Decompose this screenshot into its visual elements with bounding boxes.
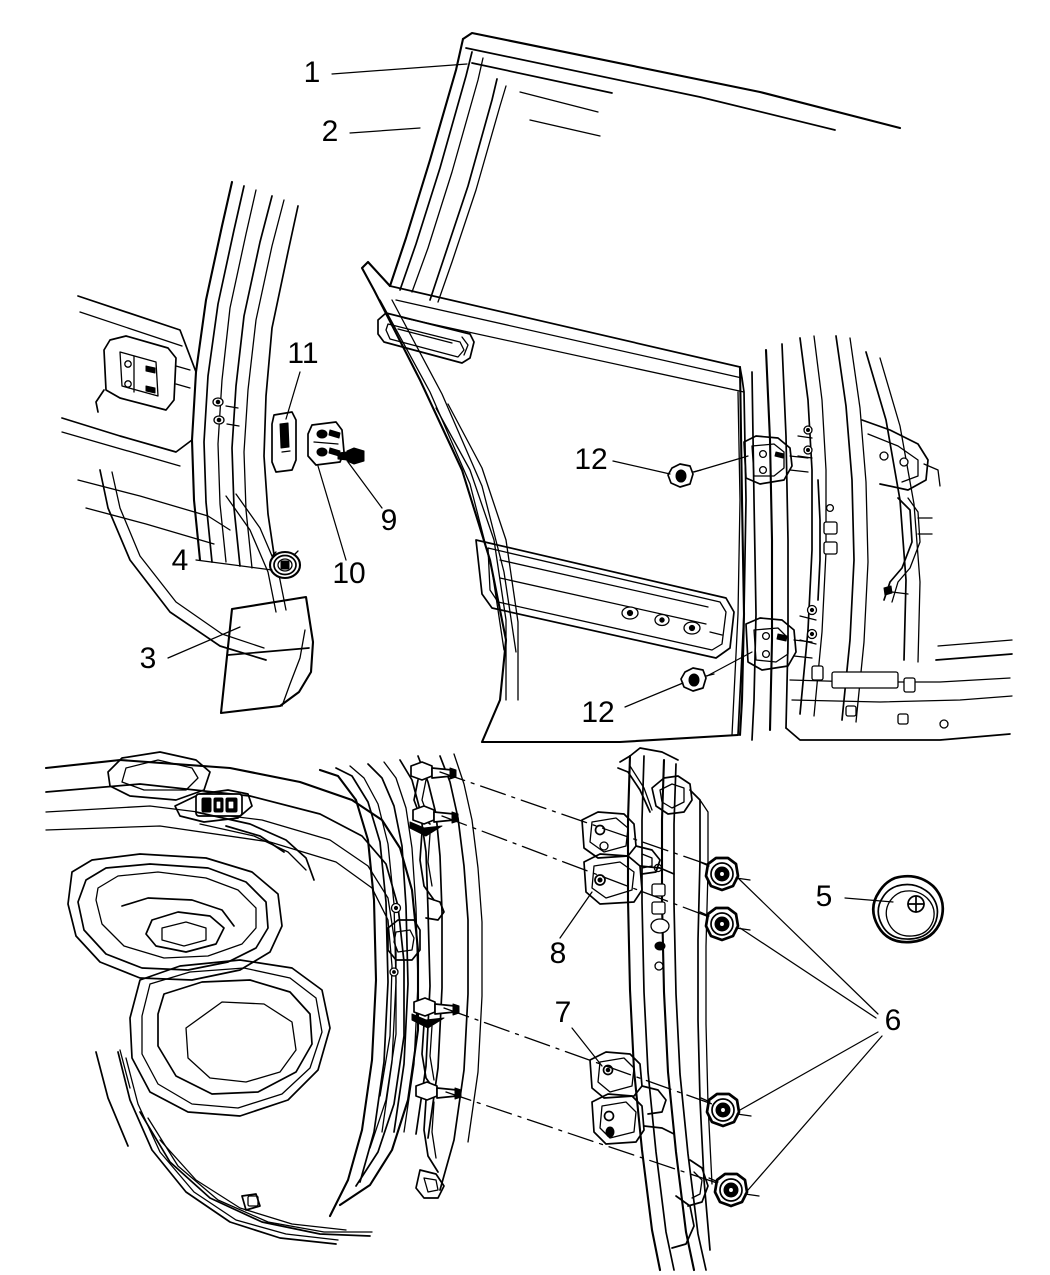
callout-11: 11 (287, 337, 318, 370)
door-inner-trim-panel (44, 751, 420, 1245)
callout-2: 2 (322, 115, 339, 148)
leader-8 (559, 891, 593, 939)
hinge-nut-2 (699, 906, 751, 942)
quarter-panel-section (61, 180, 299, 661)
leader-6-b (739, 927, 877, 1019)
leader-1 (331, 63, 468, 75)
alignment-line-upper-1 (439, 771, 713, 867)
callout-12-lower: 12 (581, 696, 614, 729)
body-hole-plug (268, 550, 302, 580)
door-inner-panel (318, 753, 483, 1218)
callout-12-upper: 12 (574, 443, 607, 476)
callout-7: 7 (555, 996, 572, 1029)
alignment-line-lower-1 (443, 1007, 713, 1105)
alignment-lines (439, 771, 721, 1185)
leader-6-a (737, 877, 879, 1015)
door-latch-striker (307, 421, 345, 466)
hinge-pin-lower (411, 997, 462, 1199)
hinge-attaching-nuts (699, 856, 760, 1208)
leader-5 (844, 897, 894, 903)
leader-12-upper (612, 460, 671, 475)
door-bumper-wedge (271, 411, 297, 473)
leader-lines-lower (559, 877, 894, 1191)
alignment-line-lower-2 (445, 1091, 721, 1185)
door-window-frame (388, 31, 902, 303)
leader-12-lower (624, 682, 684, 708)
hinge-pin-nut-lower (680, 667, 715, 692)
leader-lines-upper (167, 63, 753, 708)
upper-figure: 1 2 3 4 9 10 11 12 12 (61, 31, 1013, 744)
leader-11 (285, 371, 301, 420)
callout-9: 9 (381, 504, 398, 537)
callout-8: 8 (550, 937, 567, 970)
callout-10: 10 (332, 557, 365, 590)
leader-3 (167, 626, 241, 659)
leader-12-lower-ext (706, 651, 753, 677)
callout-3: 3 (140, 642, 157, 675)
leader-9 (347, 461, 383, 509)
lower-hinge-body-half (589, 1051, 675, 1145)
leader-10 (317, 465, 347, 561)
exterior-door-handle (377, 312, 475, 364)
alignment-line-upper-2 (441, 815, 713, 919)
hinge-pin-nut-upper (667, 463, 702, 488)
hinge-nut-4 (708, 1172, 760, 1208)
leader-6-c (739, 1031, 879, 1111)
callout-6: 6 (885, 1004, 902, 1037)
striker-screw (337, 447, 365, 465)
lower-figure: 5 6 7 8 (44, 747, 945, 1272)
upper-hinge-body-half (581, 811, 675, 905)
callout-1: 1 (304, 56, 321, 89)
leader-12-upper-ext (693, 455, 749, 473)
leader-2 (349, 127, 421, 134)
hinge-nut-3 (700, 1092, 752, 1128)
b-pillar-section (738, 335, 1013, 741)
weatherstrip-corner-patch (219, 595, 315, 715)
body-side-molding (475, 539, 735, 659)
leader-6-d (747, 1035, 883, 1191)
b-pillar-structure (581, 747, 713, 1272)
oval-access-hole-grommet (871, 874, 945, 944)
leader-7 (571, 1027, 603, 1067)
leader-4 (195, 559, 273, 571)
callout-4: 4 (172, 544, 189, 577)
callout-5: 5 (816, 880, 833, 913)
